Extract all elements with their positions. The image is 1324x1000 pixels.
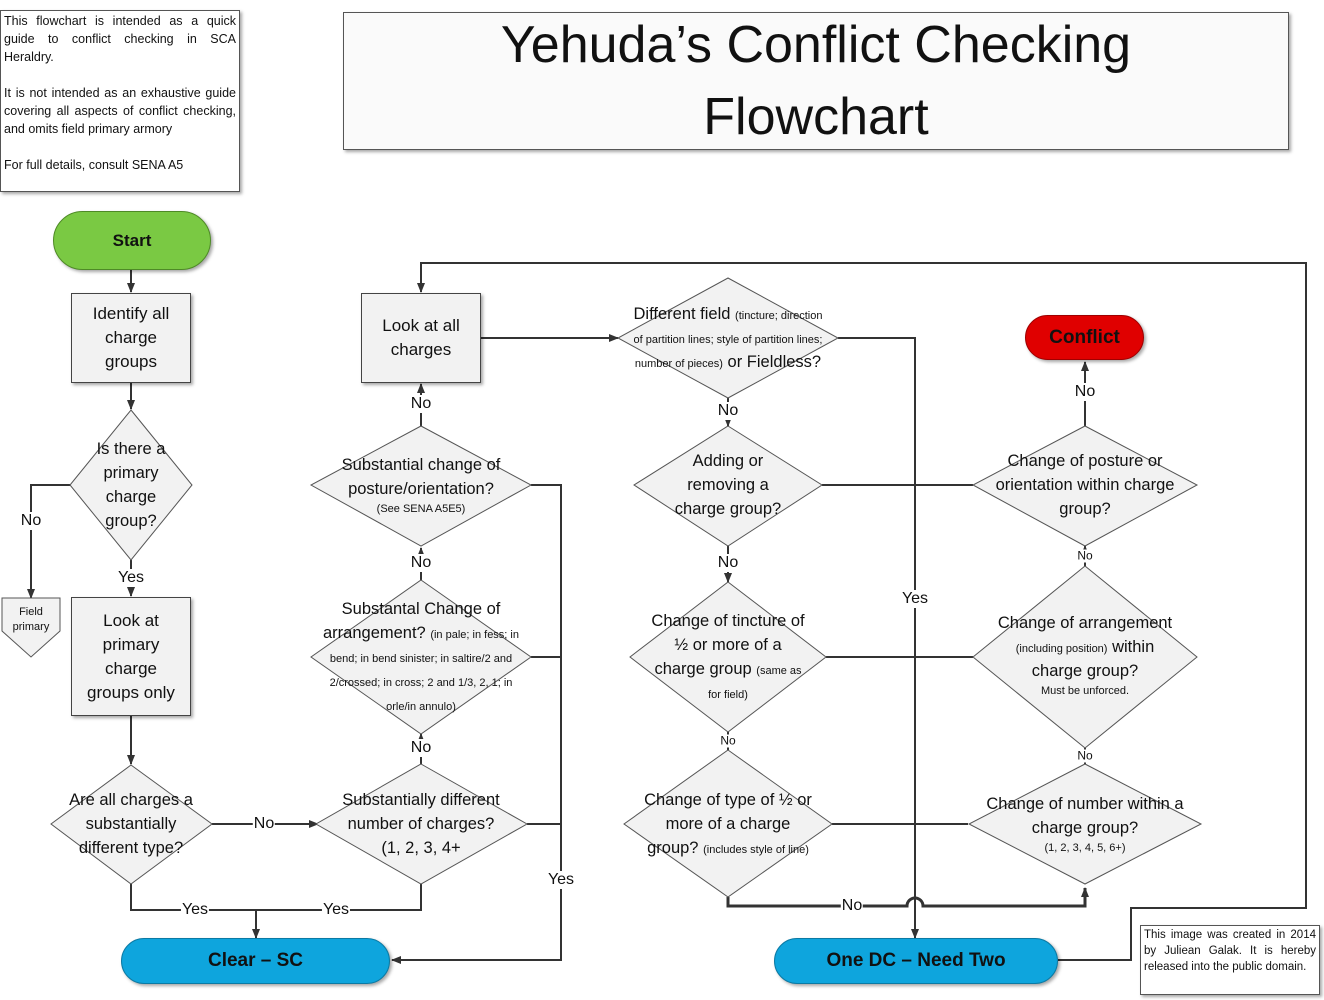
label-field-yes: Yes bbox=[900, 590, 930, 608]
type-change-decision-text: Change of type of ½ or more of a charge … bbox=[643, 788, 813, 860]
edge-primary-no bbox=[27, 484, 72, 599]
tincture-decision bbox=[629, 581, 827, 733]
look-primary-box: Look at primary charge groups only bbox=[71, 597, 191, 716]
conflict-terminal: Conflict bbox=[1025, 315, 1144, 360]
page-title: Yehuda’s Conflict Checking Flowchart bbox=[500, 16, 1132, 146]
primary-decision-label: Is there a primary charge group? bbox=[96, 440, 166, 530]
number-within-sub-label: (1, 2, 3, 4, 5, 6+) bbox=[1044, 842, 1126, 854]
credit-note-text: This image was created in 2014 by Juliea… bbox=[1144, 929, 1316, 973]
field-primary-text: Field primary bbox=[3, 605, 59, 635]
one-dc-terminal: One DC – Need Two bbox=[774, 938, 1058, 984]
field-main-label-a: Different field bbox=[633, 305, 731, 323]
look-all-box: Look at all charges bbox=[361, 293, 481, 383]
type-decision-text: Are all charges a substantially differen… bbox=[66, 788, 196, 860]
label-field-no: No bbox=[716, 402, 740, 420]
tincture-main-label: Change of tincture of ½ or more of a cha… bbox=[651, 612, 805, 678]
adding-decision-text: Adding or removing a charge group? bbox=[673, 449, 783, 521]
posture-within-text: Change of posture or orientation within … bbox=[995, 449, 1175, 521]
label-number-yes: Yes bbox=[321, 901, 351, 919]
look-primary-label: Look at primary charge groups only bbox=[87, 610, 175, 702]
adding-decision bbox=[633, 425, 823, 547]
type-change-decision bbox=[623, 749, 833, 898]
edge-field-yes bbox=[838, 337, 919, 939]
start-terminal: Start bbox=[53, 211, 211, 270]
identify-label: Identify all charge groups bbox=[92, 304, 170, 371]
number-within-decision bbox=[967, 763, 1203, 885]
label-adding-no: No bbox=[716, 554, 740, 572]
field-primary-shape bbox=[1, 597, 61, 658]
label-type-no: No bbox=[252, 815, 276, 833]
edge-type-yes bbox=[130, 884, 422, 911]
arr-within-sub-label: (including position) bbox=[1015, 643, 1108, 655]
label-tincture-no: No bbox=[719, 733, 737, 748]
label-type-change-no: No bbox=[840, 897, 864, 915]
tincture-decision-text: Change of tincture of ½ or more of a cha… bbox=[648, 609, 808, 705]
posture-within-label: Change of posture or orientation within … bbox=[995, 452, 1175, 518]
arrangement-within-decision bbox=[972, 565, 1198, 749]
label-arr-within-no: No bbox=[1076, 548, 1094, 563]
arr-within-label-a: Change of arrangement bbox=[997, 614, 1173, 632]
tincture-sub-label: (same as for field) bbox=[708, 665, 802, 701]
label-number-within-no: No bbox=[1076, 748, 1094, 763]
posture-decision-text: Substantial change of posture/orientatio… bbox=[326, 453, 516, 517]
label-posture-no: No bbox=[409, 395, 433, 413]
label-posture-within-no: No bbox=[1073, 383, 1097, 401]
conflict-label: Conflict bbox=[1049, 326, 1120, 348]
adding-label: Adding or removing a charge group? bbox=[674, 452, 782, 518]
type-decision bbox=[50, 764, 213, 885]
posture-main-label: Substantial change of posture/orientatio… bbox=[341, 456, 501, 498]
arr-within-note: Must be unforced. bbox=[1040, 685, 1130, 697]
number-within-label: Change of number within a charge group? bbox=[986, 795, 1184, 837]
posture-decision bbox=[309, 425, 533, 547]
one-dc-label: One DC – Need Two bbox=[826, 950, 1006, 971]
primary-decision-text: Is there a primary charge group? bbox=[86, 437, 176, 533]
number-within-text: Change of number within a charge group? … bbox=[985, 792, 1185, 856]
arr-within-label-b: within charge group? bbox=[1031, 638, 1155, 680]
look-all-label: Look at all charges bbox=[382, 316, 460, 359]
arrangement-sub-label: (in pale; in fess; in bend; in bend sini… bbox=[329, 629, 519, 713]
start-label: Start bbox=[112, 230, 152, 250]
edge-type-bottom-no bbox=[726, 887, 1089, 908]
posture-sub-label: (See SENA A5E5) bbox=[376, 503, 466, 515]
clear-sc-label: Clear – SC bbox=[207, 950, 304, 971]
intro-note: This flowchart is intended as a quick gu… bbox=[0, 10, 240, 192]
number-decision-text: Substantially different number of charge… bbox=[336, 788, 506, 860]
arrangement-decision bbox=[310, 579, 532, 735]
field-decision bbox=[616, 277, 840, 399]
edge-loop-back bbox=[417, 262, 1307, 961]
label-type-yes: Yes bbox=[180, 901, 210, 919]
number-decision-label: Substantially different number of charge… bbox=[342, 791, 500, 857]
label-primary-yes: Yes bbox=[116, 569, 146, 587]
type-change-sub-label: (includes style of line) bbox=[703, 844, 809, 856]
field-main-label-b: or Fieldless? bbox=[727, 353, 822, 371]
credit-note: This image was created in 2014 by Juliea… bbox=[1140, 925, 1320, 995]
field-sub-label: (tincture; direction of partition lines;… bbox=[633, 310, 823, 370]
field-primary-label: Field primary bbox=[12, 606, 50, 633]
label-bus-yes: Yes bbox=[546, 871, 576, 889]
label-arrangement-no: No bbox=[409, 554, 433, 572]
type-change-main-label: Change of type of ½ or more of a charge … bbox=[644, 791, 812, 857]
primary-decision bbox=[69, 409, 193, 561]
title-box: Yehuda’s Conflict Checking Flowchart bbox=[343, 12, 1289, 150]
edge-yes-bus bbox=[391, 484, 562, 964]
number-decision bbox=[314, 763, 529, 885]
arrangement-within-text: Change of arrangement (including positio… bbox=[995, 611, 1175, 699]
posture-within-decision bbox=[971, 425, 1199, 547]
type-decision-label: Are all charges a substantially differen… bbox=[69, 791, 193, 857]
intro-note-line-1: This flowchart is intended as a quick gu… bbox=[4, 14, 236, 64]
field-decision-text: Different field (tincture; direction of … bbox=[628, 302, 828, 374]
label-primary-no: No bbox=[19, 512, 43, 530]
intro-note-line-2: It is not intended as an exhaustive guid… bbox=[4, 86, 236, 136]
identify-box: Identify all charge groups bbox=[71, 293, 191, 383]
clear-sc-terminal: Clear – SC bbox=[121, 938, 390, 984]
intro-note-line-3: For full details, consult SENA A5 bbox=[4, 158, 184, 172]
label-number-no: No bbox=[409, 739, 433, 757]
arrangement-main-label: Substantal Change of arrangement? bbox=[323, 600, 501, 642]
arrangement-decision-text: Substantal Change of arrangement? (in pa… bbox=[321, 597, 521, 717]
